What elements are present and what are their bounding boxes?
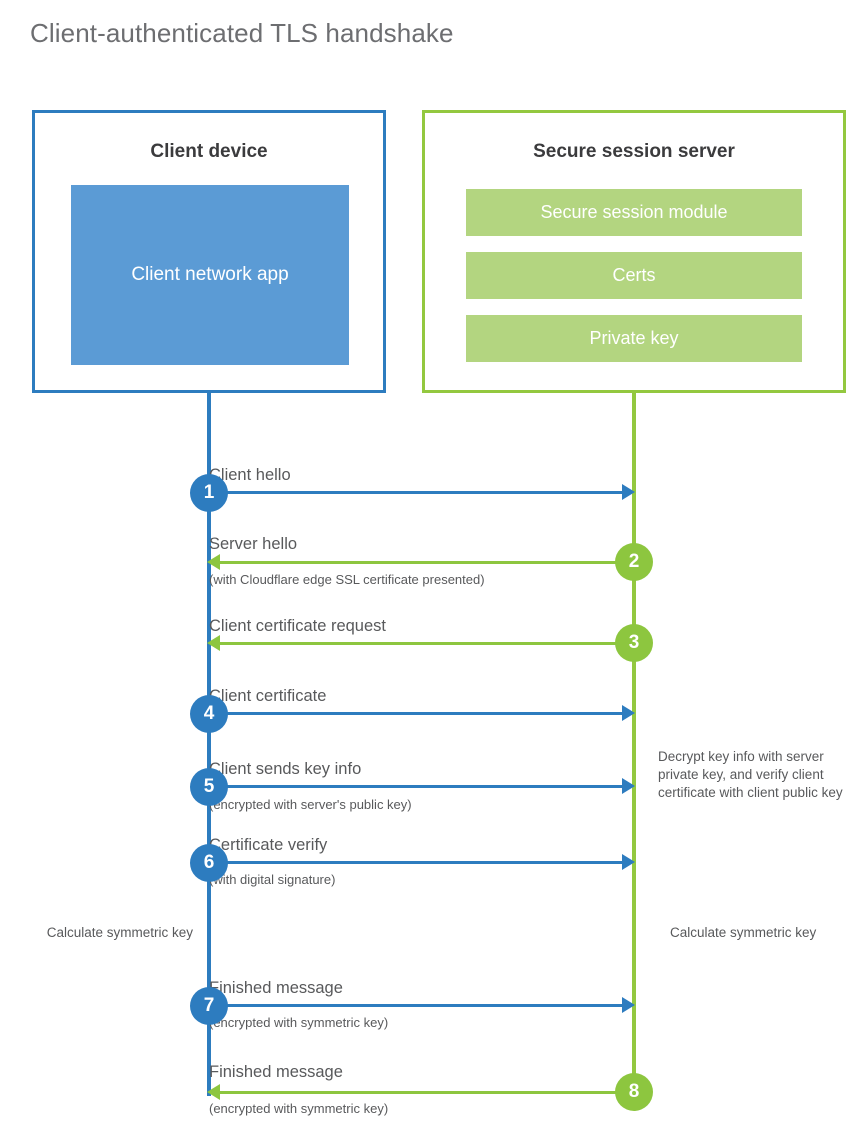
step-8-arrow-line bbox=[220, 1091, 635, 1094]
step-2-arrow-head bbox=[207, 554, 220, 570]
step-6-number: 6 bbox=[203, 852, 215, 873]
step-8-marker[interactable]: 8 bbox=[615, 1073, 653, 1111]
client-lifeline bbox=[207, 393, 211, 1096]
step-7-arrow-head bbox=[622, 997, 635, 1013]
step-3-arrow-head bbox=[207, 635, 220, 651]
client-device-box: Client device Client network app bbox=[32, 110, 386, 393]
step-1-marker[interactable]: 1 bbox=[190, 474, 228, 512]
step-2-number: 2 bbox=[628, 551, 640, 572]
step-7-number: 7 bbox=[203, 995, 215, 1016]
server-module-secure-session-module: Secure session module bbox=[466, 189, 802, 236]
secure-session-server-box: Secure session server Secure session mod… bbox=[422, 110, 846, 393]
server-module-certs: Certs bbox=[466, 252, 802, 299]
step-2-arrow-line bbox=[220, 561, 635, 564]
page-title: Client-authenticated TLS handshake bbox=[30, 18, 454, 48]
step-3-label: Client certificate request bbox=[209, 617, 386, 635]
server-module-label: Private key bbox=[589, 328, 679, 348]
step-3-arrow-line bbox=[220, 642, 635, 645]
step-4-arrow-head bbox=[622, 705, 635, 721]
step-5-sublabel: (encrypted with server's public key) bbox=[209, 797, 412, 812]
step-5-label: Client sends key info bbox=[209, 760, 362, 778]
step-8-number: 8 bbox=[628, 1081, 640, 1102]
step-7-arrow-line bbox=[209, 1004, 625, 1007]
step-7-sublabel: (encrypted with symmetric key) bbox=[209, 1015, 389, 1030]
step-5-number: 5 bbox=[203, 776, 215, 797]
step-3-number: 3 bbox=[628, 632, 640, 653]
step-2-sublabel: (with Cloudflare edge SSL certificate pr… bbox=[209, 572, 485, 587]
step-5-arrow-line bbox=[209, 785, 625, 788]
secure-session-server-title: Secure session server bbox=[533, 141, 735, 162]
step-8-arrow-head bbox=[207, 1084, 220, 1100]
step-6-marker[interactable]: 6 bbox=[190, 844, 228, 882]
step-4-marker[interactable]: 4 bbox=[190, 695, 228, 733]
server-decrypt-annotation: Decrypt key info with server private key… bbox=[658, 749, 843, 800]
step-2-marker[interactable]: 2 bbox=[615, 543, 653, 581]
client-calculate-symmetric-key-annotation: Calculate symmetric key bbox=[46, 925, 193, 940]
step-3-marker[interactable]: 3 bbox=[615, 624, 653, 662]
step-6-label: Certificate verify bbox=[209, 836, 328, 854]
step-7-marker[interactable]: 7 bbox=[190, 987, 228, 1025]
step-6-arrow-head bbox=[622, 854, 635, 870]
step-1-number: 1 bbox=[203, 482, 215, 503]
client-network-app-block: Client network app bbox=[71, 185, 349, 365]
step-5-marker[interactable]: 5 bbox=[190, 768, 228, 806]
step-2-label: Server hello bbox=[209, 535, 298, 553]
step-7-label: Finished message bbox=[209, 979, 343, 997]
step-8-sublabel: (encrypted with symmetric key) bbox=[209, 1101, 389, 1116]
step-5-arrow-head bbox=[622, 778, 635, 794]
step-6-arrow-line bbox=[209, 861, 625, 864]
step-1-arrow-head bbox=[622, 484, 635, 500]
server-calculate-symmetric-key-annotation: Calculate symmetric key bbox=[670, 925, 817, 940]
step-1-label: Client hello bbox=[209, 466, 291, 484]
step-1-arrow-line bbox=[209, 491, 625, 494]
step-4-number: 4 bbox=[203, 703, 215, 724]
server-module-label: Certs bbox=[612, 265, 656, 285]
step-6-sublabel: (with digital signature) bbox=[209, 872, 336, 887]
step-4-arrow-line bbox=[209, 712, 625, 715]
server-module-private-key: Private key bbox=[466, 315, 802, 362]
client-network-app-label: Client network app bbox=[131, 264, 289, 286]
step-8-label: Finished message bbox=[209, 1063, 343, 1081]
server-lifeline bbox=[632, 393, 636, 1096]
server-module-label: Secure session module bbox=[540, 202, 728, 222]
step-4-label: Client certificate bbox=[209, 687, 327, 705]
client-device-title: Client device bbox=[150, 141, 268, 162]
